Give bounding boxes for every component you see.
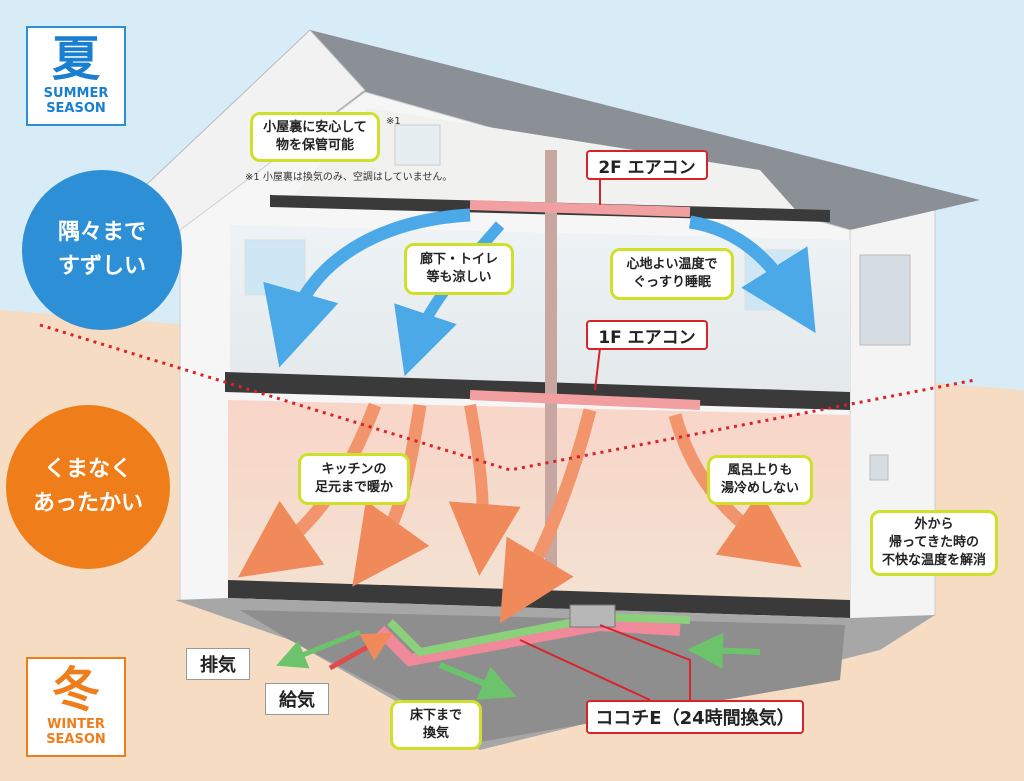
winter-kanji: 冬 <box>51 662 100 718</box>
warm-line-1: くまなく <box>43 457 132 482</box>
warm-arrow-4 <box>499 408 597 624</box>
leader-cocochi <box>519 624 691 701</box>
cool-arrow-left <box>263 208 471 368</box>
warm-circle: くまなくあったかい <box>6 405 170 569</box>
callout-outside: 外から 帰ってきた時の 不快な温度を解消 <box>870 510 998 576</box>
ventilation-duct-green <box>387 612 691 657</box>
exhaust-arrow-in <box>328 632 394 671</box>
callout-hallway: 廊下・トイレ 等も涼しい <box>404 243 514 295</box>
warm-arrow-3 <box>448 403 521 576</box>
window-side-top <box>859 254 911 346</box>
label-supply: 給気 <box>265 683 329 715</box>
label-exhaust: 排気 <box>186 648 250 680</box>
summer-en-2: SEASON <box>46 101 106 116</box>
window-2f-left <box>244 239 306 296</box>
callout-kitchen: キッチンの 足元まで暖か <box>298 453 410 505</box>
callout-sleep: 心地よい温度で ぐっすり睡眠 <box>610 248 734 300</box>
winter-en-1: WINTER <box>47 717 105 732</box>
underfloor-arrow-1 <box>438 662 517 700</box>
callout-bath: 風呂上りも 湯冷めしない <box>707 455 813 505</box>
ventilation-duct-red <box>375 618 681 667</box>
callout-attic: 小屋裏に安心して 物を保管可能 <box>250 112 380 162</box>
cool-circle: 隅々まですずしい <box>22 170 182 330</box>
summer-en-1: SUMMER <box>43 86 109 101</box>
summer-kanji: 夏 <box>51 31 100 87</box>
supply-arrow <box>276 629 361 669</box>
cool-line-2: すずしい <box>57 254 146 279</box>
callout-underfloor: 床下まで 換気 <box>390 700 482 750</box>
winter-en-2: SEASON <box>46 732 106 747</box>
attic-footnote-mark: ※1 <box>386 116 401 127</box>
leader-1f <box>594 347 601 391</box>
warm-line-2: あったかい <box>32 491 143 516</box>
label-2f-ac: 2F エアコン <box>586 150 708 180</box>
cool-arrow-right <box>688 215 816 334</box>
window-side-small <box>869 454 889 481</box>
vertical-duct <box>545 150 557 580</box>
ac-duct-1f <box>469 390 701 410</box>
cool-line-1: 隅々まで <box>57 220 146 245</box>
ac-duct-2f <box>469 200 691 217</box>
winter-season-badge: 冬 WINTER SEASON <box>26 657 126 757</box>
label-cocochi-ventilation: ココチE（24時間換気） <box>586 700 804 734</box>
cocochi-unit <box>569 604 616 628</box>
label-1f-ac: 1F エアコン <box>586 320 708 350</box>
underfloor-arrow-2 <box>687 632 761 669</box>
window-attic <box>394 124 441 166</box>
attic-footnote: ※1 小屋裏は換気のみ、空調はしていません。 <box>245 172 453 183</box>
summer-season-badge: 夏 SUMMER SEASON <box>26 26 126 126</box>
